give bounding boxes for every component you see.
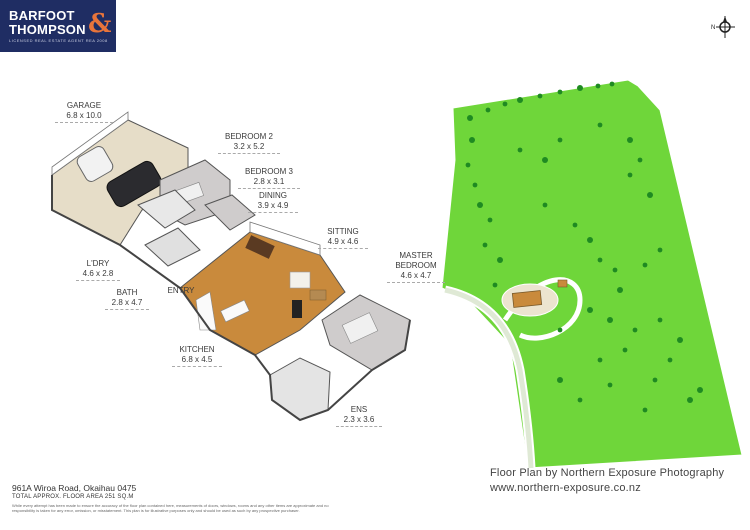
room-label-ensuite: ENS 2.3 x 3.6 [336,405,382,427]
room-label-sitting: SITTING 4.9 x 4.6 [318,227,368,249]
tree-icon [492,282,498,288]
tree-icon [487,217,493,223]
room-label-dining: DINING 3.9 x 4.9 [248,191,298,213]
dining-table [245,235,275,259]
room-label-bedroom2: BEDROOM 2 3.2 x 5.2 [218,132,280,154]
site-plan [441,79,743,469]
brand-line1: BARFOOT [9,8,75,23]
tree-icon [557,327,563,333]
room-label-garage: GARAGE 6.8 x 10.0 [55,101,113,123]
tree-icon [595,83,601,89]
tree-icon [627,137,633,143]
tree-icon [597,122,603,128]
tree-icon [472,182,478,188]
tree-icon [647,192,653,198]
tree-icon [542,157,548,163]
room-label-bath: BATH 2.8 x 4.7 [105,288,149,310]
tree-icon [597,257,603,263]
sofa [289,271,311,289]
room-label-kitchen: KITCHEN 6.8 x 4.5 [172,345,222,367]
property-address: 961A Wiroa Road, Okaihau 0475 [12,483,137,493]
tree-icon [642,407,648,413]
tree-icon [587,307,593,313]
tree-icon [697,387,703,393]
tree-icon [485,107,491,113]
tree-icon [597,357,603,363]
tree-icon [477,202,483,208]
tree-icon [632,327,638,333]
tree-icon [577,85,583,91]
bedroom3-floor [204,194,256,231]
tree-icon [469,137,475,143]
brand-tagline: LICENSED REAL ESTATE AGENT REA 2008 [9,38,108,43]
tree-icon [557,137,563,143]
brand-line2: THOMPSON [9,22,86,37]
bath-floor [144,227,201,267]
kitchen-island [220,299,250,323]
tree-icon [467,115,473,121]
tree-icon [627,172,633,178]
tree-icon [587,237,593,243]
tree-icon [607,382,613,388]
tree-icon [637,157,643,163]
tree-icon [502,101,508,107]
site-house [511,290,543,308]
tree-icon [687,397,693,403]
tree-icon [617,287,623,293]
brand-ampersand: & [88,9,112,39]
credit-website: www.northern-exposure.co.nz [490,482,641,494]
floor-area: TOTAL APPROX. FLOOR AREA 251 SQ.M [12,494,134,500]
tree-icon [517,97,523,103]
tree-icon [657,317,663,323]
photography-credit: Floor Plan by Northern Exposure Photogra… [490,466,724,496]
trees [465,81,703,413]
tree-icon [667,357,673,363]
tree-icon [577,397,583,403]
tree-icon [642,262,648,268]
tree-icon [572,222,578,228]
room-label-entry: ENTRY [167,286,195,295]
tree-icon [557,89,563,95]
tree-icon [557,377,563,383]
laundry-floor [137,189,196,229]
car-icon [76,146,162,208]
tree-icon [677,337,683,343]
compass-icon: N [711,16,735,38]
tree-icon [542,202,548,208]
tree-icon [657,247,663,253]
room-label-bedroom3: BEDROOM 3 2.8 x 3.1 [238,167,300,189]
tree-icon [497,257,503,263]
tree-icon [609,81,615,87]
tree-icon [607,317,613,323]
property-details: 961A Wiroa Road, Okaihau 0475 TOTAL APPR… [12,483,352,513]
disclaimer: While every attempt has been made to ens… [12,503,329,513]
brand-logo: BARFOOT THOMPSON LICENSED REAL ESTATE AG… [0,0,116,52]
tree-icon [517,147,523,153]
tree-icon [652,377,658,383]
land-parcel [441,79,743,469]
tree-icon [465,162,471,168]
tree-icon [612,267,618,273]
room-label-master: MASTER BEDROOM 4.6 x 4.7 [387,251,445,283]
room-label-laundry: L'DRY 4.6 x 2.8 [76,259,120,281]
ensuite-floor [269,357,331,421]
credit-line: Floor Plan by Northern Exposure Photogra… [490,467,725,479]
compass-label: N [711,25,715,31]
house-plan [51,111,411,422]
tree-icon [482,242,488,248]
tree-icon [622,347,628,353]
tree-icon [537,93,543,99]
